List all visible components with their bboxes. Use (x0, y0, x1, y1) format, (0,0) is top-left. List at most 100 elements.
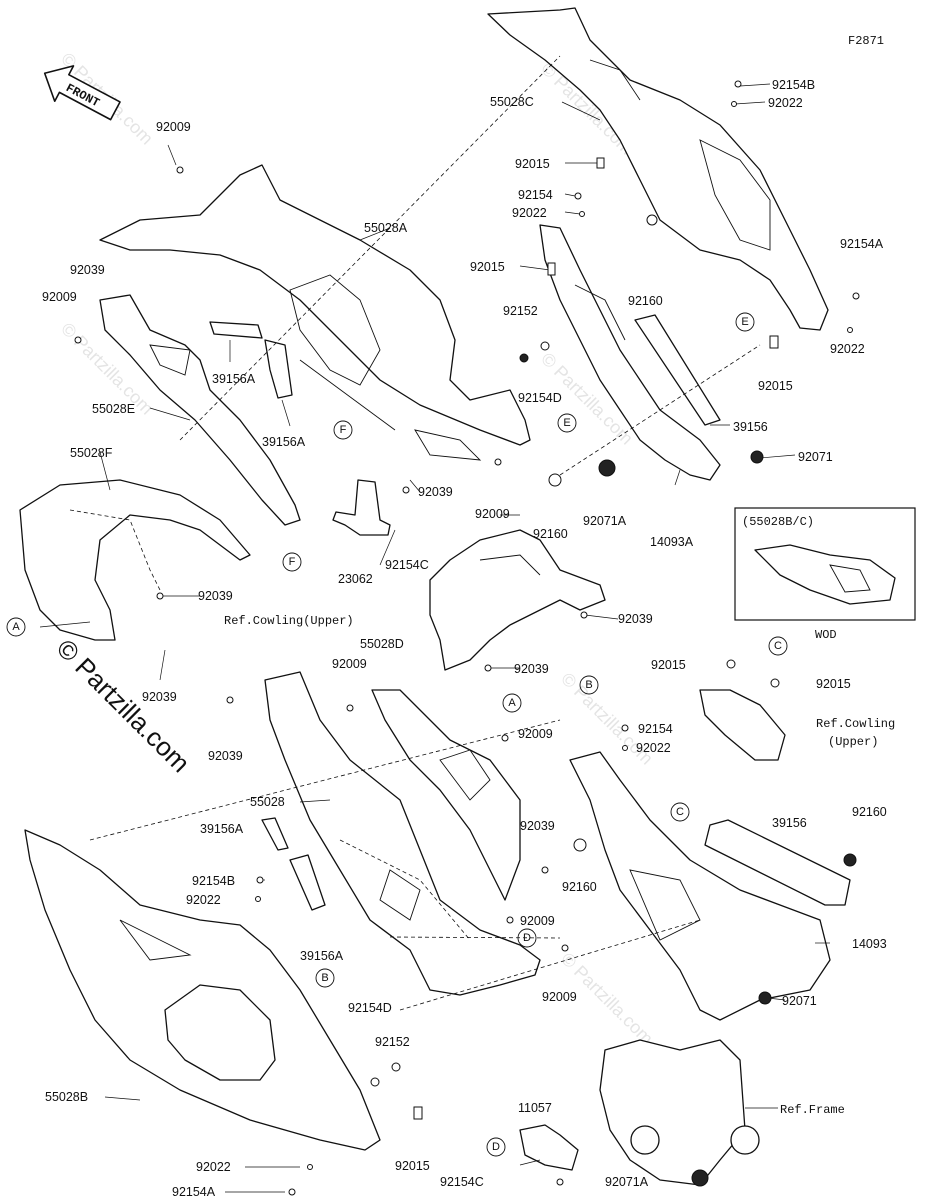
label-39156A-1: 39156A (212, 372, 256, 386)
label-92071-2: 92071 (782, 994, 817, 1008)
label-92009-1: 92009 (156, 120, 191, 134)
label-92154C-2: 92154C (440, 1175, 484, 1189)
svg-text:C: C (774, 640, 782, 652)
callout-f-lower: F (282, 552, 302, 572)
label-92039-1: 92039 (70, 263, 105, 277)
svg-text:E: E (741, 316, 748, 328)
label-39156-1: 39156 (733, 420, 768, 434)
svg-text:A: A (12, 621, 20, 633)
label-92154B-2: 92154B (192, 874, 235, 888)
panel-55028D (371, 689, 521, 901)
label-ref-cowling-upper-center: Ref.Cowling(Upper) (224, 614, 354, 628)
label-ref-cowling-right-2: (Upper) (828, 735, 878, 749)
label-92009-7: 92009 (542, 990, 577, 1004)
panel-55028E (99, 294, 301, 526)
label-92152-1: 92152 (503, 304, 538, 318)
callout-b-upper: B (579, 675, 599, 695)
label-92039-3: 92039 (198, 589, 233, 603)
pads-39156A-upper (209, 321, 293, 399)
frame (599, 1039, 760, 1186)
label-92015-3: 92015 (758, 379, 793, 393)
label-92039-5: 92039 (514, 662, 549, 676)
label-92022-6: 92022 (196, 1160, 231, 1174)
label-55028E: 55028E (92, 402, 135, 416)
label-55028A: 55028A (364, 221, 408, 235)
panel-55028A (99, 164, 531, 461)
callout-c-upper: C (768, 636, 788, 656)
callout-e-right: E (735, 312, 755, 332)
label-92039-4: 92039 (618, 612, 653, 626)
label-92154D-1: 92154D (518, 391, 562, 405)
label-92160-2: 92160 (533, 527, 568, 541)
label-92022-3: 92022 (830, 342, 865, 356)
svg-text:F: F (340, 424, 347, 436)
label-55028B: 55028B (45, 1090, 88, 1104)
watermark-text: © Partzilla.com (51, 633, 196, 778)
label-92154-2: 92154 (638, 722, 673, 736)
label-92015-4: 92015 (651, 658, 686, 672)
callout-a-center: A (502, 693, 522, 713)
duct-14093 (569, 751, 831, 1021)
callout-f-upper: F (333, 420, 353, 440)
label-92009-4: 92009 (332, 657, 367, 671)
label-92154D-2: 92154D (348, 1001, 392, 1015)
label-39156A-3: 39156A (200, 822, 244, 836)
label-92015-6: 92015 (395, 1159, 430, 1173)
callout-c-lower: C (670, 802, 690, 822)
label-92154-1: 92154 (518, 188, 553, 202)
label-39156-2: 39156 (772, 816, 807, 830)
label-14093: 14093 (852, 937, 887, 951)
callout-circles: A A B B C C D D E E F F (6, 312, 788, 1157)
svg-text:D: D (523, 932, 531, 944)
label-92154B-top: 92154B (772, 78, 815, 92)
label-92009-5: 92009 (518, 727, 553, 741)
label-92022-5: 92022 (186, 893, 221, 907)
label-39156A-4: 39156A (300, 949, 344, 963)
label-92009-2: 92009 (42, 290, 77, 304)
bracket-right-cowling (699, 689, 786, 761)
wod-title: (55028B/C) (742, 515, 814, 529)
pads-39156A-lower (261, 817, 326, 911)
leader-lines (39, 55, 830, 1193)
label-92009-3: 92009 (475, 507, 510, 521)
callout-d-lower: D (486, 1137, 506, 1157)
label-92039-6: 92039 (142, 690, 177, 704)
cowl-55028B (24, 829, 381, 1151)
label-92160-1: 92160 (628, 294, 663, 308)
label-23062: 23062 (338, 572, 373, 586)
label-92015-2: 92015 (470, 260, 505, 274)
label-55028C: 55028C (490, 95, 534, 109)
svg-text:A: A (508, 697, 516, 709)
label-39156A-2: 39156A (262, 435, 306, 449)
fasteners (74, 80, 860, 1196)
label-92022-top: 92022 (768, 96, 803, 110)
cowl-55028C (487, 7, 829, 331)
bracket-11057 (519, 1124, 579, 1171)
bracket-23062 (332, 479, 391, 536)
label-ref-cowling-right-1: Ref.Cowling (816, 717, 895, 731)
label-92071A-2: 92071A (605, 1175, 649, 1189)
label-92154A-2: 92154A (172, 1185, 216, 1199)
wod-caption: WOD (815, 628, 837, 642)
svg-text:E: E (563, 417, 570, 429)
duct-14093A (539, 224, 721, 481)
label-92152-2: 92152 (375, 1035, 410, 1049)
wod-inset: (55028B/C) WOD (734, 507, 916, 642)
cowl-55028F (19, 479, 251, 641)
svg-text:B: B (321, 972, 328, 984)
svg-text:C: C (676, 806, 684, 818)
label-92039-8: 92039 (520, 819, 555, 833)
svg-text:D: D (492, 1141, 500, 1153)
label-92015-1: 92015 (515, 157, 550, 171)
panel-55028 (264, 671, 541, 996)
label-92015-5: 92015 (816, 677, 851, 691)
pad-39156-lower (704, 819, 851, 906)
callout-d-upper: D (517, 928, 537, 948)
label-55028D: 55028D (360, 637, 404, 651)
label-92039-7: 92039 (208, 749, 243, 763)
pad-39156-upper (634, 314, 721, 426)
callout-b-lower: B (315, 968, 335, 988)
label-92071-1: 92071 (798, 450, 833, 464)
callout-e-center: E (557, 413, 577, 433)
label-92009-6: 92009 (520, 914, 555, 928)
